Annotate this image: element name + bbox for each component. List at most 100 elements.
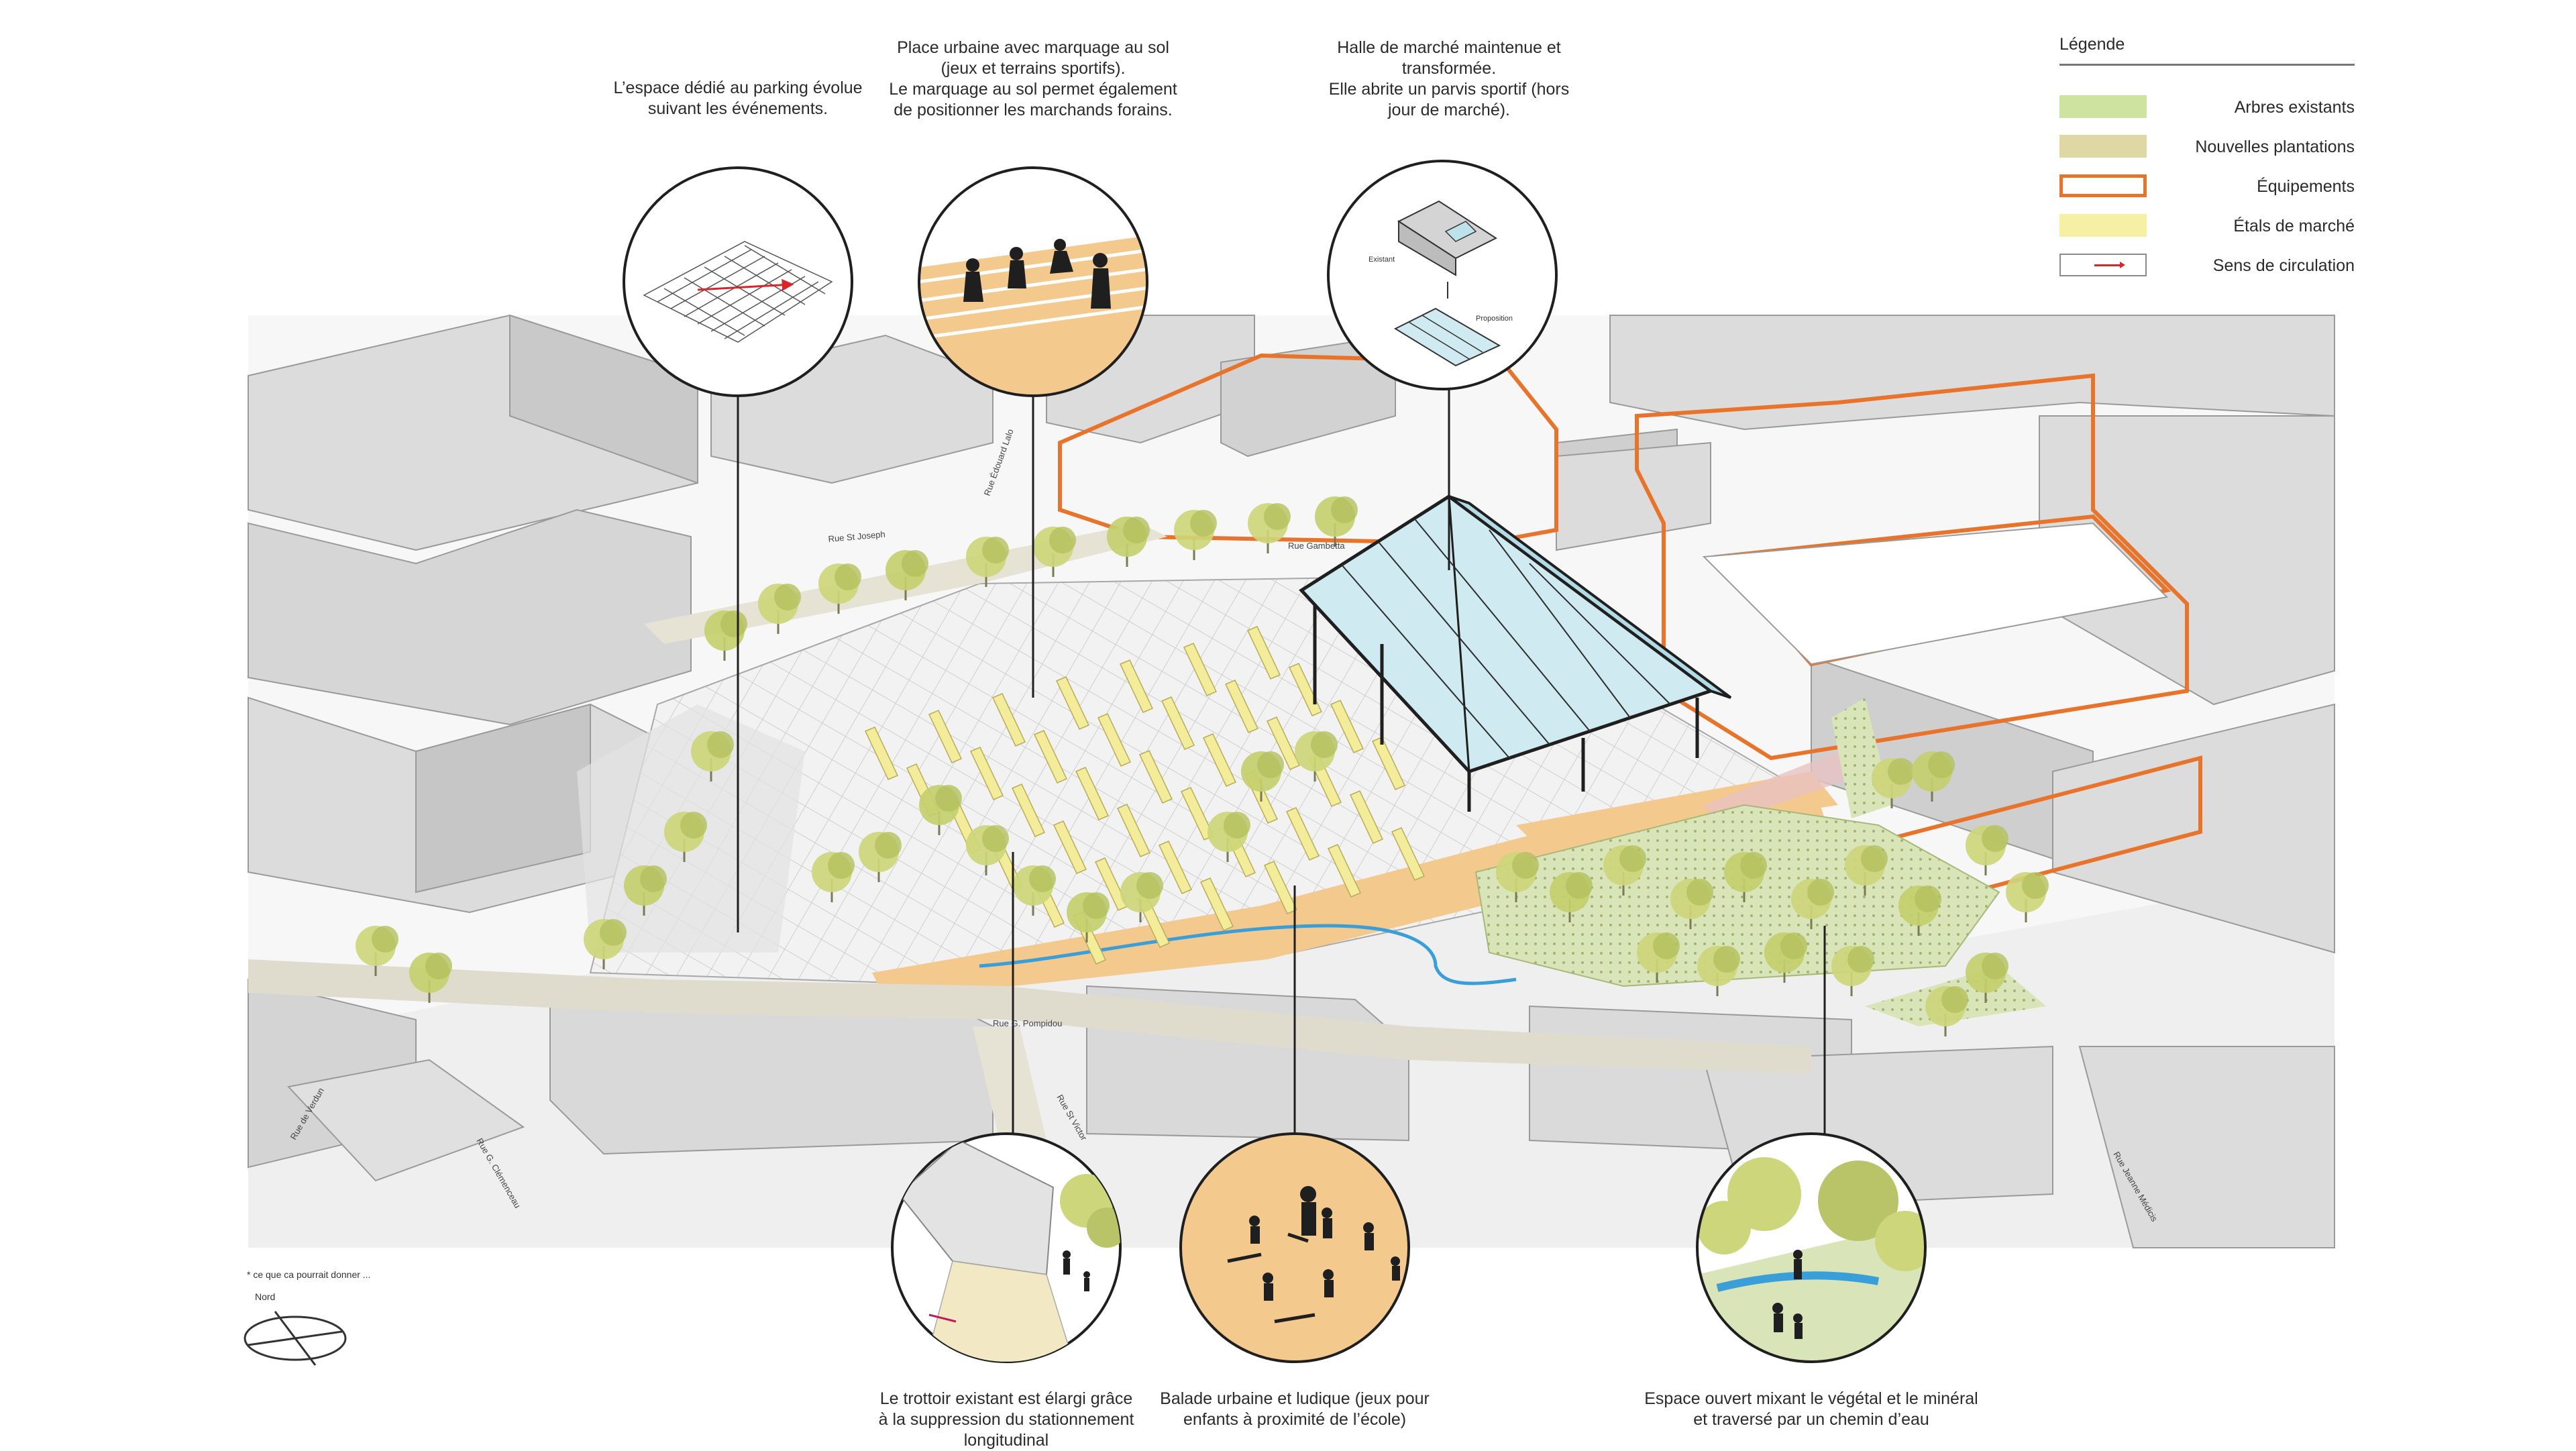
legend-item: Sens de circulation: [2059, 251, 2355, 278]
annotation-line: Le trottoir existant est élargi grâce: [879, 1389, 1133, 1408]
tree-icon: [2006, 872, 2049, 922]
market-stall: [1075, 767, 1110, 820]
legend-item: Nouvelles plantations: [2059, 132, 2355, 159]
annotation-line: Elle abrite un parvis sportif (hors: [1328, 80, 1570, 99]
tree-icon: [584, 919, 627, 969]
market-stall: [1202, 733, 1237, 787]
annotation-line: à la suppression du stationnement: [878, 1410, 1134, 1429]
tree-icon: [1174, 510, 1217, 560]
tree-icon: [1033, 527, 1076, 577]
market-stall: [864, 727, 899, 780]
market-stall: [969, 747, 1004, 800]
annotation-line: Espace ouvert mixant le végétal et le mi…: [1644, 1389, 1978, 1408]
tree-icon: [812, 852, 855, 902]
market-stall: [1246, 626, 1281, 680]
market-stall: [1055, 676, 1090, 730]
tree-icon: [1637, 932, 1680, 983]
legend-item: Arbres existants: [2059, 93, 2355, 119]
tree-icon: [704, 610, 747, 661]
north-label: Nord: [255, 1291, 276, 1302]
tree-icon: [919, 785, 962, 835]
inset-halle: Existant Proposition: [1327, 160, 1558, 390]
equipment-courtyard: [1702, 522, 2169, 665]
legend-swatch: [2059, 95, 2147, 118]
annotation-line: et traversé par un chemin d’eau: [1693, 1410, 1929, 1429]
annotation-place-urbaine: Place urbaine avec marquage au sol (jeux…: [859, 38, 1208, 121]
tree-icon: [1724, 852, 1767, 902]
annotation-line: suivant les événements.: [647, 99, 828, 118]
tree-icon: [1603, 845, 1646, 896]
tree-icon: [1697, 946, 1740, 996]
tree-icon: [1845, 845, 1888, 896]
tree-icon: [1966, 825, 2008, 875]
tree-icon: [1120, 872, 1163, 922]
tree-icon: [818, 563, 861, 614]
svg-text:Rue St Joseph: Rue St Joseph: [828, 529, 885, 544]
tree-icon: [885, 550, 928, 600]
tree-icon: [624, 865, 667, 916]
annotation-espace-ouvert: Espace ouvert mixant le végétal et le mi…: [1610, 1389, 2012, 1430]
market-stall: [928, 710, 963, 763]
legend-item: Équipements: [2059, 172, 2355, 199]
legend-label: Étals de marché: [2233, 217, 2355, 235]
market-stall: [1116, 804, 1151, 857]
market-stall: [1263, 861, 1298, 914]
tree-icon: [1067, 892, 1110, 943]
legend-label: Arbres existants: [2234, 98, 2355, 117]
market-stall: [1053, 820, 1087, 874]
tree-icon: [1550, 872, 1593, 922]
tree-icon: [859, 832, 902, 882]
tree-icon: [1764, 932, 1807, 983]
north-arrow-icon: [244, 1311, 347, 1366]
market-stall: [1285, 807, 1320, 861]
market-stall: [1161, 696, 1195, 750]
legend-label: Sens de circulation: [2212, 256, 2355, 275]
annotation-trottoir: Le trottoir existant est élargi grâce à …: [832, 1389, 1181, 1451]
svg-text:Rue Gambetta: Rue Gambetta: [1288, 541, 1345, 551]
legend-swatch: [2059, 254, 2147, 276]
annotation-line: Halle de marché maintenue et: [1337, 38, 1561, 57]
tree-icon: [409, 953, 452, 1003]
annotation-halle: Halle de marché maintenue et transformée…: [1275, 38, 1623, 121]
market-stall: [1033, 730, 1068, 784]
inset-balade: [1179, 1132, 1410, 1363]
tree-icon: [1670, 879, 1713, 929]
tree-icon: [1791, 879, 1834, 929]
inset-place-urbaine: [918, 166, 1148, 397]
tree-icon: [966, 537, 1009, 587]
callout-lines: [737, 389, 1826, 1134]
tree-icon: [1831, 946, 1874, 996]
annotation-line: transformée.: [1401, 59, 1497, 78]
tree-icon: [691, 731, 734, 782]
market-stall: [1371, 737, 1406, 790]
market-stall: [1199, 877, 1234, 931]
tree-icon: [1315, 496, 1358, 547]
arrow-icon: [2094, 262, 2125, 268]
annotation-balade: Balade urbaine et ludique (jeux pour enf…: [1120, 1389, 1469, 1430]
annotation-line: longitudinal: [963, 1431, 1049, 1450]
market-stall: [1138, 750, 1173, 804]
tree-icon: [664, 812, 707, 862]
annotation-line: (jeux et terrains sportifs).: [941, 59, 1126, 78]
market-stall: [1349, 790, 1384, 844]
market-stall: [1097, 713, 1132, 767]
annotation-line: enfants à proximité de l’école): [1183, 1410, 1407, 1429]
legend-swatch: [2059, 174, 2147, 197]
tree-icon: [758, 584, 801, 634]
tree-icon: [1496, 852, 1539, 902]
tree-icon: [1208, 812, 1250, 862]
market-stall: [1266, 716, 1301, 770]
tree-icon: [1013, 865, 1056, 916]
tree-icon: [1872, 758, 1915, 808]
tree-icon: [1248, 503, 1291, 553]
market-stall: [1224, 680, 1259, 733]
tree-icon: [1241, 751, 1284, 802]
market-stall: [1119, 659, 1154, 713]
svg-text:Rue G. Pompidou: Rue G. Pompidou: [993, 1018, 1062, 1028]
market-stall: [991, 693, 1026, 747]
trees: [356, 496, 2049, 1036]
market-stall: [1330, 700, 1364, 753]
tree-icon: [1966, 953, 2008, 1003]
market-stall: [1011, 784, 1046, 837]
